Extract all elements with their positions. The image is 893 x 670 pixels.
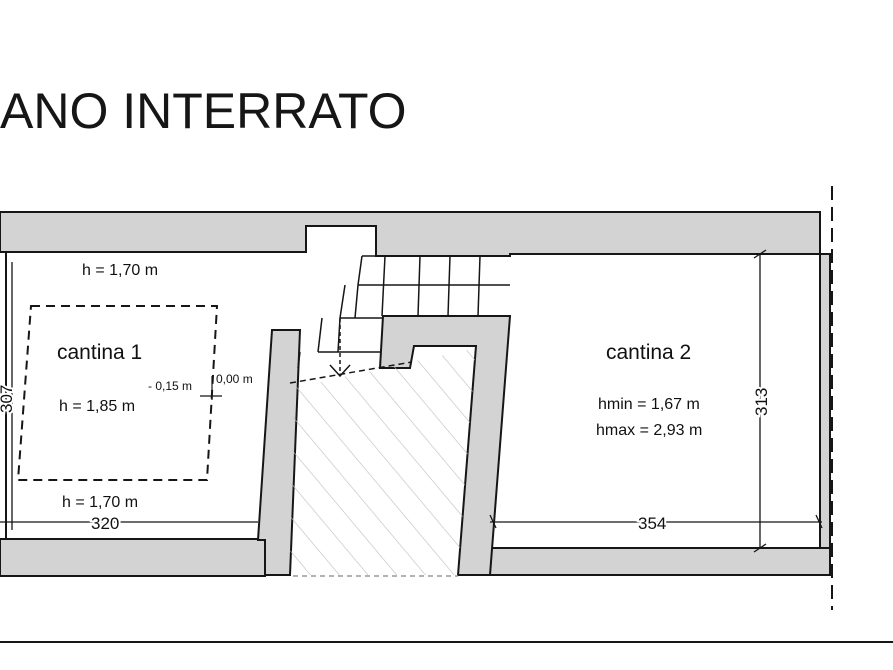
cantina2-depth-dim: 313 — [752, 388, 771, 416]
bottom-wall — [0, 538, 266, 577]
cantina1-height-top: h = 1,70 m — [82, 262, 158, 279]
right-wall — [819, 253, 831, 549]
cantina1-dimensions — [0, 262, 258, 530]
stairs — [297, 255, 510, 369]
level-markers — [200, 376, 222, 400]
cantina1-width-dim: 320 — [91, 514, 119, 533]
bottom-wall-right — [458, 547, 831, 576]
cantina1-label: cantina 1 — [57, 341, 142, 364]
top-wall — [0, 211, 821, 257]
level-minus: - 0,15 m — [148, 379, 192, 393]
cantina1-height-bottom: h = 1,70 m — [62, 494, 138, 511]
cantina2-label: cantina 2 — [606, 341, 691, 364]
cantina1-depth-dim: 307 — [0, 385, 16, 413]
plan-title: ANO INTERRATO — [0, 83, 407, 139]
level-zero: 0,00 m — [216, 372, 253, 386]
cantina2-hmin: hmin = 1,67 m — [598, 396, 700, 413]
cantina2-hmax: hmax = 2,93 m — [596, 422, 702, 439]
cantina1-height-center: h = 1,85 m — [59, 398, 135, 415]
ramp-hatch — [290, 348, 476, 575]
cantina1-platform — [16, 305, 219, 481]
ramp-arrow — [289, 318, 413, 384]
walls — [0, 211, 831, 577]
cantina2-dimensions — [489, 249, 823, 553]
cantina2-width-dim: 354 — [638, 514, 666, 533]
